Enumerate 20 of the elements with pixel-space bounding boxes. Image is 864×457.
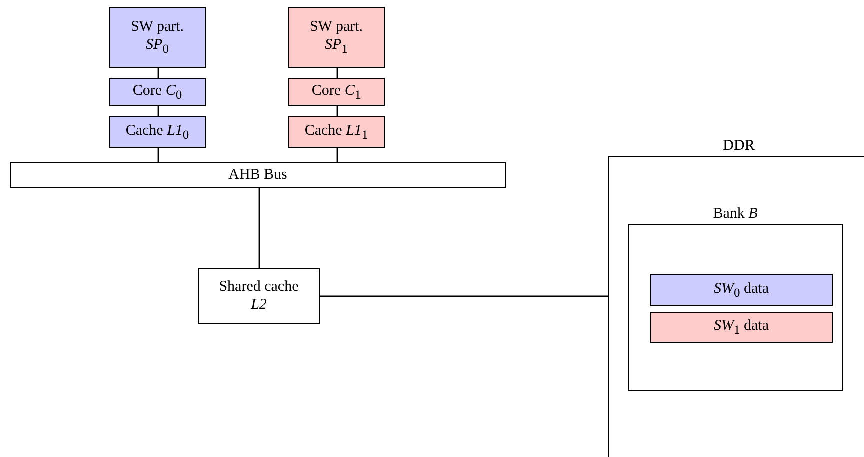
- heading: DDR: [722, 137, 756, 156]
- connector-line: [336, 148, 338, 162]
- connector-line: [336, 106, 338, 116]
- data-box: SW$_{1}$ data: [650, 312, 833, 343]
- connector-line: [158, 68, 160, 78]
- process-box: Core C$_{0}$: [109, 78, 206, 106]
- process-box: Cache L1$_{1}$: [288, 116, 385, 148]
- heading: Bank B: [712, 205, 759, 224]
- process-box: Core C$_{1}$: [288, 78, 385, 106]
- data-box: SW$_{0}$ data: [650, 274, 833, 306]
- process-box: Shared cache L2: [198, 268, 320, 324]
- connector-line: [320, 296, 608, 298]
- process-box: Cache L1$_{0}$: [109, 116, 206, 148]
- connector-line: [336, 68, 338, 78]
- bus-box: AHB Bus: [10, 162, 506, 188]
- process-box: SW part. SP$_{1}$: [288, 7, 385, 68]
- connector-line: [158, 148, 160, 162]
- process-box: SW part. SP$_{0}$: [109, 7, 206, 68]
- connector-line: [158, 106, 160, 116]
- connector-line: [258, 188, 260, 268]
